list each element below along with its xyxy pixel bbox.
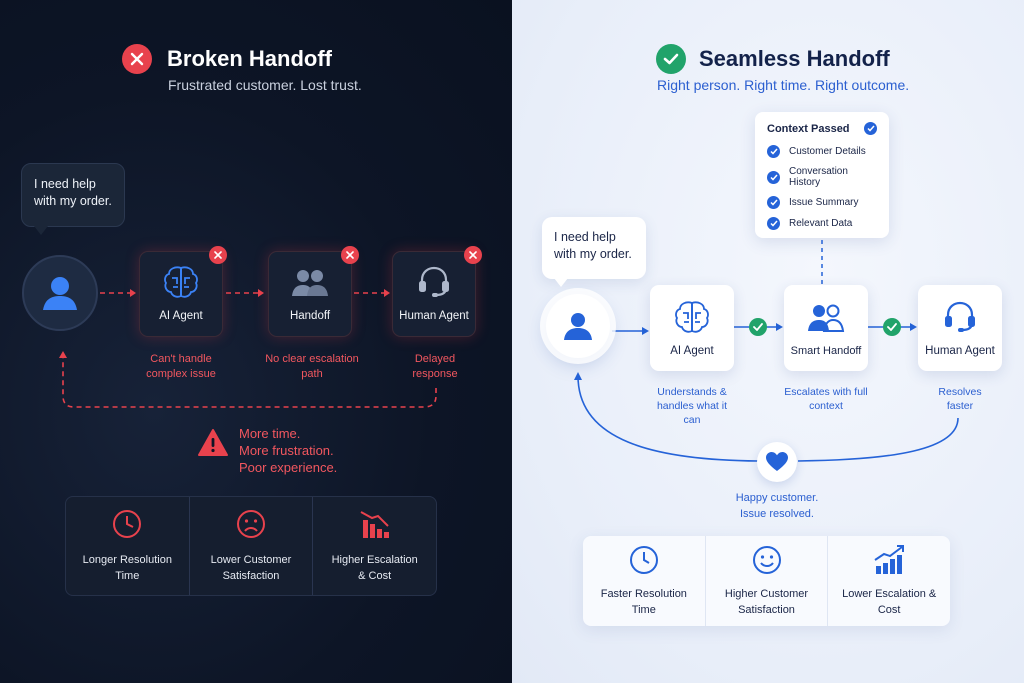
headset-icon bbox=[419, 266, 449, 297]
step-human-agent: Human Agent bbox=[392, 251, 476, 337]
context-item: Issue Summary bbox=[767, 196, 877, 209]
user-icon bbox=[564, 313, 592, 340]
warning-line: More time. bbox=[239, 426, 301, 441]
page-subtitle: Right person. Right time. Right outcome. bbox=[657, 77, 910, 93]
people-icon bbox=[292, 270, 328, 296]
metric-resolution-time: Faster Resolution Time bbox=[583, 536, 705, 626]
step-label: AI Agent bbox=[670, 345, 714, 357]
step-note: No clear escalation path bbox=[265, 353, 359, 380]
metric-label: Longer Resolution Time bbox=[82, 554, 172, 582]
metric-satisfaction: Lower Customer Satisfaction bbox=[188, 497, 313, 595]
check-icon bbox=[864, 122, 877, 135]
sad-face-icon bbox=[237, 510, 265, 538]
broken-flow-lines bbox=[59, 289, 437, 408]
broken-handoff-panel: Broken Handoff Frustrated customer. Lost… bbox=[0, 0, 512, 683]
fail-icon bbox=[209, 246, 227, 264]
people-icon bbox=[808, 304, 845, 332]
seamless-handoff-panel: Seamless Handoff Right person. Right tim… bbox=[512, 0, 1024, 683]
chart-down-icon bbox=[360, 511, 389, 538]
context-item: Relevant Data bbox=[767, 217, 877, 230]
metric-label: Lower Escalation & Cost bbox=[842, 588, 937, 616]
step-ai-agent: AI Agent bbox=[139, 251, 223, 337]
check-icon bbox=[767, 170, 780, 184]
page-subtitle: Frustrated customer. Lost trust. bbox=[168, 77, 362, 93]
user-icon bbox=[43, 277, 77, 310]
brain-circuit-icon bbox=[164, 266, 198, 298]
heart-badge bbox=[757, 442, 797, 482]
clock-icon bbox=[113, 510, 142, 538]
warning-line: Poor experience. bbox=[239, 460, 338, 475]
step-label: Human Agent bbox=[925, 345, 995, 357]
chart-up-icon bbox=[874, 545, 905, 574]
step-human-agent: Human Agent bbox=[918, 285, 1002, 371]
metric-label: Higher Customer Satisfaction bbox=[724, 588, 809, 616]
context-item: Conversation History bbox=[767, 166, 877, 188]
success-icon bbox=[656, 44, 686, 74]
page-title: Seamless Handoff bbox=[699, 46, 890, 71]
metric-satisfaction: Higher Customer Satisfaction bbox=[704, 536, 828, 626]
broken-metrics: Longer Resolution Time Lower Customer Sa… bbox=[65, 496, 437, 596]
warning-icon bbox=[198, 429, 228, 456]
check-icon bbox=[749, 318, 767, 336]
metric-escalation: Lower Escalation & Cost bbox=[827, 536, 950, 626]
customer-speech-bubble: I need help with my order. bbox=[21, 163, 125, 227]
customer-avatar bbox=[546, 294, 610, 358]
outcome-line: Happy customer. bbox=[735, 492, 819, 504]
metric-escalation: Higher Escalation & Cost bbox=[312, 497, 436, 595]
brain-circuit-icon bbox=[675, 301, 709, 333]
metric-label: Lower Customer Satisfaction bbox=[210, 554, 292, 582]
check-icon bbox=[767, 217, 780, 230]
context-card: Context Passed Customer Details Conversa… bbox=[755, 112, 889, 238]
bubble-tail bbox=[34, 226, 48, 235]
step-handoff: Handoff bbox=[268, 251, 352, 337]
step-label: Human Agent bbox=[399, 310, 469, 322]
customer-speech-bubble: I need help with my order. bbox=[542, 217, 646, 279]
step-note: Understands & handles what it can bbox=[656, 386, 728, 426]
step-label: Smart Handoff bbox=[790, 345, 862, 357]
metric-resolution-time: Longer Resolution Time bbox=[66, 497, 189, 595]
context-item: Customer Details bbox=[767, 145, 877, 158]
step-note: Can't handle complex issue bbox=[146, 353, 216, 380]
page-title: Broken Handoff bbox=[167, 46, 332, 71]
context-title: Context Passed bbox=[767, 122, 850, 135]
error-icon bbox=[122, 44, 152, 74]
warning-message: More time. More frustration. Poor experi… bbox=[239, 425, 337, 476]
bubble-text: I need help with my order. bbox=[554, 230, 632, 261]
bubble-tail bbox=[554, 278, 568, 287]
outcome-line: Issue resolved. bbox=[740, 508, 814, 520]
step-note: Escalates with full context bbox=[784, 386, 868, 412]
check-icon bbox=[767, 196, 780, 209]
customer-avatar bbox=[22, 255, 98, 331]
step-label: Handoff bbox=[289, 310, 331, 322]
bubble-text: I need help with my order. bbox=[34, 177, 112, 208]
check-icon bbox=[767, 145, 780, 158]
heart-icon bbox=[766, 452, 788, 471]
fail-icon bbox=[341, 246, 359, 264]
headset-icon bbox=[945, 301, 975, 332]
step-smart-handoff: Smart Handoff bbox=[784, 285, 868, 371]
warning-line: More frustration. bbox=[239, 443, 334, 458]
outcome-message: Happy customer. Issue resolved. bbox=[708, 490, 846, 522]
seamless-metrics: Faster Resolution Time Higher Customer S… bbox=[583, 536, 950, 626]
clock-icon bbox=[629, 546, 658, 574]
step-ai-agent: AI Agent bbox=[650, 285, 734, 371]
step-note: Resolves faster bbox=[938, 386, 982, 412]
step-note: Delayed response bbox=[412, 353, 458, 380]
step-label: AI Agent bbox=[159, 310, 203, 322]
fail-icon bbox=[464, 246, 482, 264]
metric-label: Higher Escalation & Cost bbox=[331, 554, 418, 582]
metric-label: Faster Resolution Time bbox=[600, 588, 687, 616]
smile-face-icon bbox=[752, 546, 781, 574]
check-icon bbox=[883, 318, 901, 336]
